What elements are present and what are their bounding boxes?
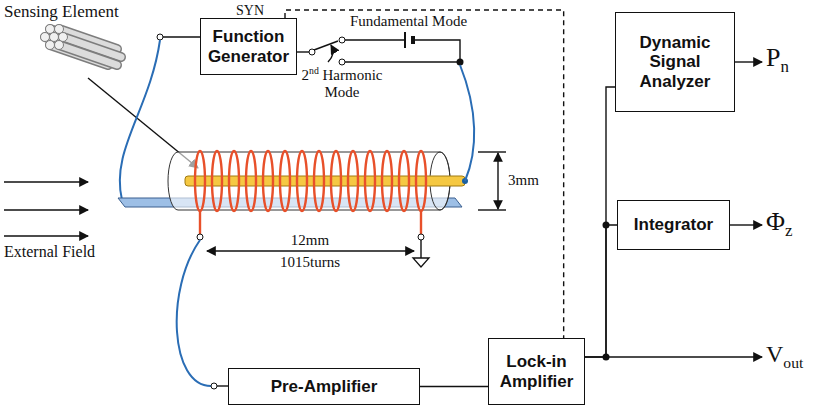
field-arrows: [4, 209, 88, 210]
coil-assembly: [348, 151, 358, 211]
dimension-lines: [207, 152, 506, 251]
text-part: P: [766, 43, 780, 72]
coil-assembly: [420, 240, 421, 258]
coil-assembly: [365, 151, 375, 211]
text-part: n: [780, 57, 788, 76]
box-label: Dynamic Signal Analyzer: [620, 33, 730, 92]
dimension-lines: [478, 151, 506, 152]
generator-wiring: [120, 40, 160, 200]
sensing-element-bundle: [59, 45, 117, 65]
coil-assembly: [297, 151, 307, 211]
signal-wire: [585, 225, 617, 357]
sensing-element-bundle: [59, 45, 117, 65]
coil-assembly: [382, 151, 392, 211]
output-name: Φz: [766, 208, 793, 241]
box-label: Lock-in Amplifier: [493, 352, 580, 391]
coil-assembly: [263, 151, 273, 211]
integrator-box: Integrator: [617, 200, 730, 250]
sensing-element-bundle: [41, 33, 50, 42]
mode-switch: [457, 59, 464, 66]
mode-switch: [292, 32, 474, 181]
dimension: 3mm: [508, 172, 539, 189]
generator-wiring: [157, 34, 163, 40]
text-part: nd: [309, 65, 319, 76]
coil-assembly: [331, 151, 341, 211]
analyzer-box: Dynamic Signal Analyzer: [615, 12, 735, 112]
text-part: 2: [302, 67, 310, 83]
mode-switch: [404, 32, 406, 48]
field-arrows: [4, 181, 88, 182]
coil-assembly: [246, 151, 256, 211]
field-arrows: [4, 182, 88, 236]
text-part: V: [766, 341, 783, 367]
mode-label: Fundamental Mode: [350, 13, 467, 30]
field-arrows: [4, 235, 88, 236]
box-label: Function Generator: [205, 27, 292, 66]
output-arrows: [606, 356, 762, 357]
mode-switch: [339, 59, 345, 65]
coil-assembly: [197, 234, 203, 240]
part-label: Sensing Element: [4, 3, 119, 22]
dimension-lines: [207, 250, 414, 251]
signal-wire: [420, 386, 488, 387]
dimension-lines: [497, 153, 498, 209]
pickup-wiring: [177, 240, 228, 389]
pickup-wiring: [177, 240, 211, 386]
field-label: External Field: [4, 243, 95, 261]
coil-assembly: [399, 151, 409, 211]
text-part: Φ: [766, 207, 785, 236]
sensing-element-bundle: [46, 41, 55, 50]
coil-assembly: [118, 151, 468, 267]
coil-assembly: [212, 151, 222, 211]
coil-assembly: [195, 151, 205, 211]
output-name: Pn: [766, 44, 789, 77]
mode-switch: [339, 37, 345, 43]
signal-wire: [585, 87, 615, 357]
output-name: Vout: [766, 341, 803, 371]
coil-assembly: [418, 234, 424, 240]
coil-assembly: [416, 151, 426, 211]
coil-assembly: [199, 211, 201, 234]
mode-switch: [460, 65, 474, 181]
mode-label: 2nd Harmonic Mode: [290, 66, 394, 100]
box-label: Pre-Amplifier: [271, 377, 378, 397]
dimension: 12mm: [283, 232, 337, 249]
sensing-element-bundle: [41, 25, 122, 66]
coil-assembly: [413, 258, 429, 267]
text-part: out: [783, 354, 803, 371]
generator-box: Function Generator: [200, 18, 297, 75]
pickup-wiring: [211, 383, 217, 389]
pickup-wiring: [217, 385, 228, 386]
coil-assembly: [314, 151, 324, 211]
generator-wiring: [163, 36, 200, 37]
turns-count: 1015turns: [268, 254, 352, 271]
sync-line: [285, 10, 564, 338]
coil-assembly: [280, 151, 290, 211]
amplifier-box: Pre-Amplifier: [228, 368, 420, 405]
mode-switch: [314, 41, 338, 50]
coil-assembly: [229, 151, 239, 211]
mode-switch: [345, 39, 405, 40]
dimension-lines: [478, 209, 506, 210]
output-arrows: [730, 224, 762, 225]
mode-switch: [328, 45, 333, 62]
box-label: Integrator: [634, 215, 713, 235]
mode-switch: [413, 40, 460, 62]
text-part: Harmonic Mode: [319, 67, 383, 100]
mode-switch: [345, 61, 460, 62]
coil-assembly: [420, 211, 422, 234]
sensing-element-bundle: [55, 41, 64, 50]
text-part: z: [785, 221, 793, 240]
signal-name: SYN: [236, 3, 264, 18]
lockin-box: Lock-in Amplifier: [488, 338, 585, 405]
